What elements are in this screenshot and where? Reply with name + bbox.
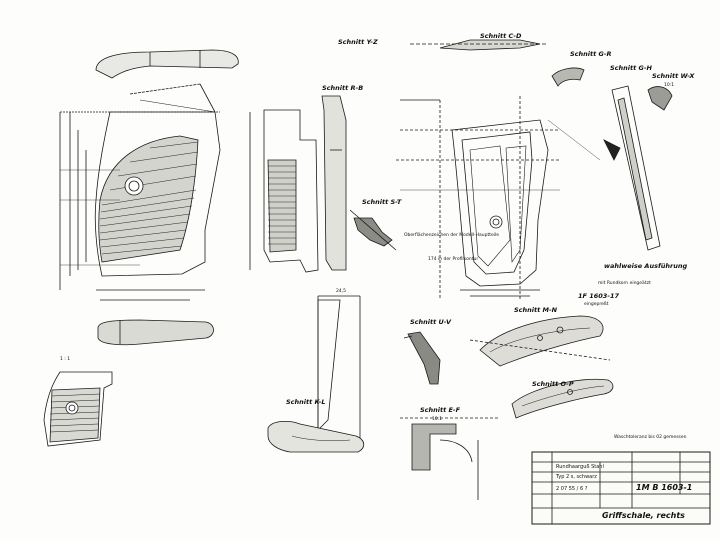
title-block-frame (531, 451, 711, 525)
grip-side-view (59, 83, 221, 301)
section-e-f (400, 417, 500, 500)
note-surface: Oberflächenzeichen der Modell-Hauptteile (404, 232, 499, 238)
label-schnitt-c-d: Schnitt C-D (480, 32, 522, 40)
label-schnitt-u-v: Schnitt U-V (410, 318, 452, 326)
label-schnitt-y-z: Schnitt Y-Z (338, 38, 378, 46)
label-schnitt-g-r: Schnitt G-R (570, 50, 612, 58)
section-o-p (511, 378, 614, 419)
grip-front-view (396, 96, 601, 300)
note-alt-version: wahlweise Ausführung (604, 262, 687, 270)
label-schnitt-w-x: Schnitt W-X (652, 72, 695, 80)
title-drawing-number: 1M B 1603-1 (636, 483, 692, 492)
note-part-ref-sub: eingepreßt (584, 301, 609, 307)
note-view-scale: 1 : 1 (60, 356, 70, 362)
section-r-b (249, 95, 347, 273)
note-dim-24-5: 24,5 (336, 288, 346, 294)
title-material-line1: Rundhaarguß Stahl (556, 464, 604, 470)
note-part-ref: 1F 1603-17 (578, 292, 620, 300)
title-date: 2 07 55 / 6 ? (556, 486, 588, 492)
section-u-v (403, 331, 441, 385)
note-profile: 174 in der Profilkontur (428, 256, 478, 262)
label-w-x-scale: 10:1 (664, 82, 674, 88)
label-schnitt-m-n: Schnitt M-N (514, 306, 558, 314)
section-y-z-profile (95, 49, 239, 79)
label-e-f-scale: 10:1 (432, 416, 442, 422)
section-w-x (603, 85, 673, 251)
section-c-d (410, 39, 548, 51)
grip-view-1-1 (43, 371, 113, 447)
label-schnitt-s-t: Schnitt S-T (362, 198, 402, 206)
section-s-t (349, 209, 397, 251)
note-knurl: Waschtoleranz bis 02 gemessen (614, 434, 687, 440)
section-m-n (469, 315, 611, 367)
section-k-l (267, 295, 365, 453)
label-schnitt-r-b: Schnitt R-B (322, 84, 363, 92)
label-schnitt-e-f: Schnitt E-F (420, 406, 461, 414)
note-with-rounding: mit Rundkorn eingeätzt (598, 280, 651, 286)
section-g-r (551, 67, 585, 87)
label-schnitt-k-l: Schnitt K-L (286, 398, 326, 406)
label-schnitt-g-h: Schnitt G-H (610, 64, 653, 72)
title-material-line2: Typ 2 s, schwarz (555, 474, 597, 480)
title-part-name: Griffschale, rechts (602, 511, 685, 520)
grip-bottom-profile (97, 319, 214, 346)
label-schnitt-o-p: Schnitt O-P (532, 380, 574, 388)
